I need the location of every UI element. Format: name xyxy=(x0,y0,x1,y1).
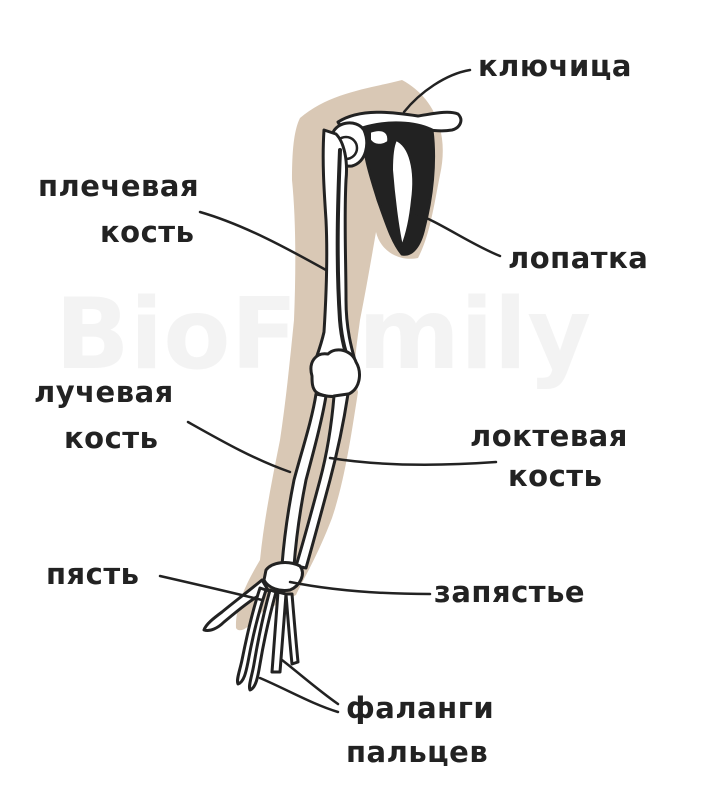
leader-wrist xyxy=(288,580,432,596)
label-metacarpus: пясть xyxy=(46,557,140,591)
leader-radius xyxy=(186,420,292,474)
label-phalanges-line2: пальцев xyxy=(346,735,489,769)
label-radius-line1: лучевая xyxy=(34,375,174,409)
leader-clavicle xyxy=(402,68,472,114)
label-radius-line2: кость xyxy=(64,421,159,455)
label-humerus-line2: кость xyxy=(100,215,195,249)
finger-2 xyxy=(270,590,288,674)
label-scapula: лопатка xyxy=(508,241,649,275)
leader-scapula xyxy=(410,210,502,258)
leader-metacarpus xyxy=(158,574,264,602)
label-clavicle: ключица xyxy=(478,49,632,83)
label-phalanges-line1: фаланги xyxy=(346,691,495,725)
leader-ulna xyxy=(328,456,498,466)
label-wrist: запястье xyxy=(434,575,586,609)
label-humerus-line1: плечевая xyxy=(38,169,200,203)
elbow-joint xyxy=(309,348,361,398)
leader-phalanges-2 xyxy=(258,676,340,714)
label-ulna-line2: кость xyxy=(508,459,603,493)
finger-4 xyxy=(236,586,268,686)
finger-3 xyxy=(284,592,300,666)
leader-phalanges-1 xyxy=(280,658,340,706)
ulna-bone xyxy=(294,392,350,570)
wrist-bones xyxy=(262,561,304,592)
finger-1 xyxy=(248,588,278,692)
leader-humerus xyxy=(198,210,328,272)
label-ulna-line1: локтевая xyxy=(470,419,628,453)
thumb-bone xyxy=(202,578,270,632)
